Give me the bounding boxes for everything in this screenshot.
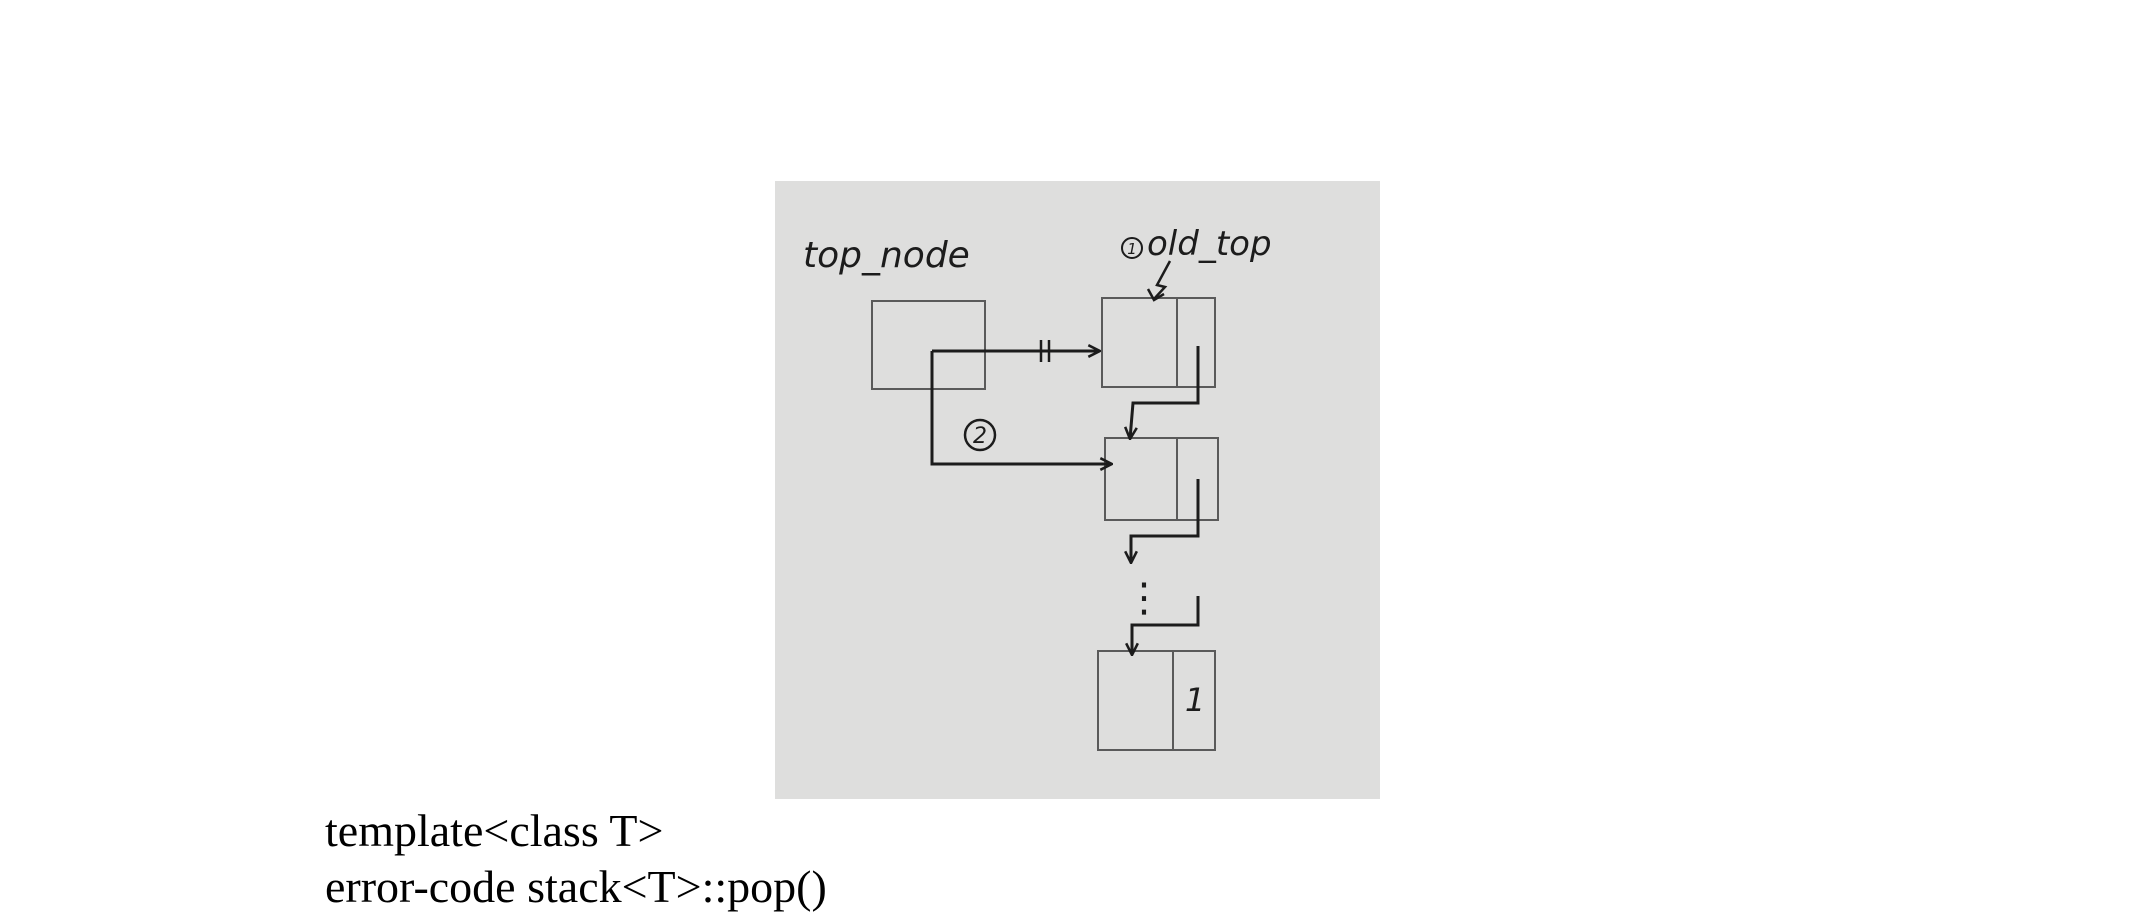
old-top-label: old_top bbox=[1147, 224, 1272, 264]
top-node-label: top_node bbox=[803, 235, 970, 276]
diagram-canvas: 1 2 top_node old_top 1 ⋮ bbox=[775, 181, 1380, 799]
ellipsis-dots: ⋮ bbox=[1124, 575, 1164, 621]
step-two-number: 2 bbox=[973, 424, 987, 449]
step-two-circle bbox=[963, 418, 997, 452]
linked-stack-diagram: 1 2 top_node old_top 1 ⋮ bbox=[775, 181, 1380, 799]
old-top-pointer-head bbox=[1146, 288, 1165, 302]
link-second-down bbox=[1131, 479, 1200, 563]
node-last bbox=[1097, 650, 1216, 751]
code-line-template: template<class T> bbox=[325, 805, 664, 856]
cut-arrow-top-to-old bbox=[932, 340, 1100, 362]
step-one-number: 1 bbox=[1127, 240, 1137, 258]
old-top-pointer-arrow bbox=[1153, 260, 1172, 300]
link-old-top-to-second bbox=[1130, 346, 1200, 439]
paper-background bbox=[775, 181, 1380, 799]
last-node-value: 1 bbox=[1185, 681, 1205, 719]
step-one-circle bbox=[1121, 237, 1143, 259]
top-node-box bbox=[871, 300, 986, 390]
node-second bbox=[1104, 437, 1219, 521]
code-line-signature: error-code stack<T>::pop() bbox=[325, 861, 827, 912]
arrow-top-to-second bbox=[930, 351, 1112, 464]
link-to-last bbox=[1132, 596, 1200, 655]
